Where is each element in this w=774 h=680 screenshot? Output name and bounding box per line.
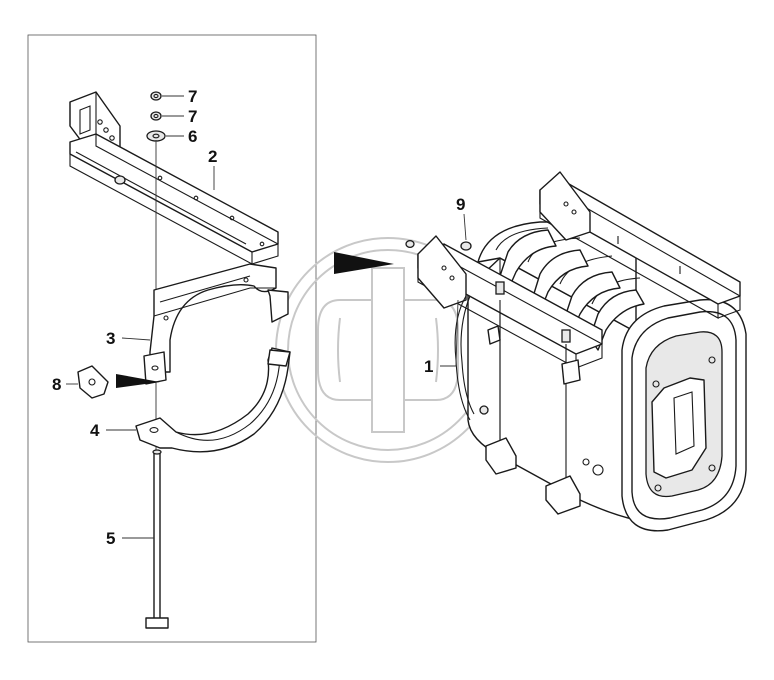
callout-9: 9 (456, 195, 465, 214)
callout-4: 4 (90, 421, 100, 440)
callout-8: 8 (52, 375, 61, 394)
washer-6 (146, 130, 166, 142)
insertion-arrow-right (334, 252, 394, 274)
callout-7-top: 7 (188, 87, 197, 106)
leader-9 (463, 213, 467, 241)
nut-9 (405, 239, 472, 251)
callout-6: 6 (188, 127, 197, 146)
bracket-beam-2 (69, 91, 279, 265)
callout-7-bottom: 7 (188, 107, 197, 126)
insertion-arrow-left (116, 374, 160, 388)
tank-assembly-1 (417, 171, 747, 532)
upper-clamp-3 (143, 263, 289, 385)
leader-1 (440, 299, 459, 367)
callout-3: 3 (106, 329, 115, 348)
clip-8 (77, 365, 109, 399)
nut-7-top (150, 91, 162, 101)
exploded-view-frame (27, 34, 317, 643)
leader-3 (121, 337, 151, 341)
lower-strap-4 (135, 347, 291, 453)
callout-2: 2 (208, 147, 217, 166)
long-rod-5 (145, 449, 169, 629)
callout-5: 5 (106, 529, 115, 548)
nut-7-bottom (150, 111, 162, 121)
callout-1: 1 (424, 357, 433, 376)
